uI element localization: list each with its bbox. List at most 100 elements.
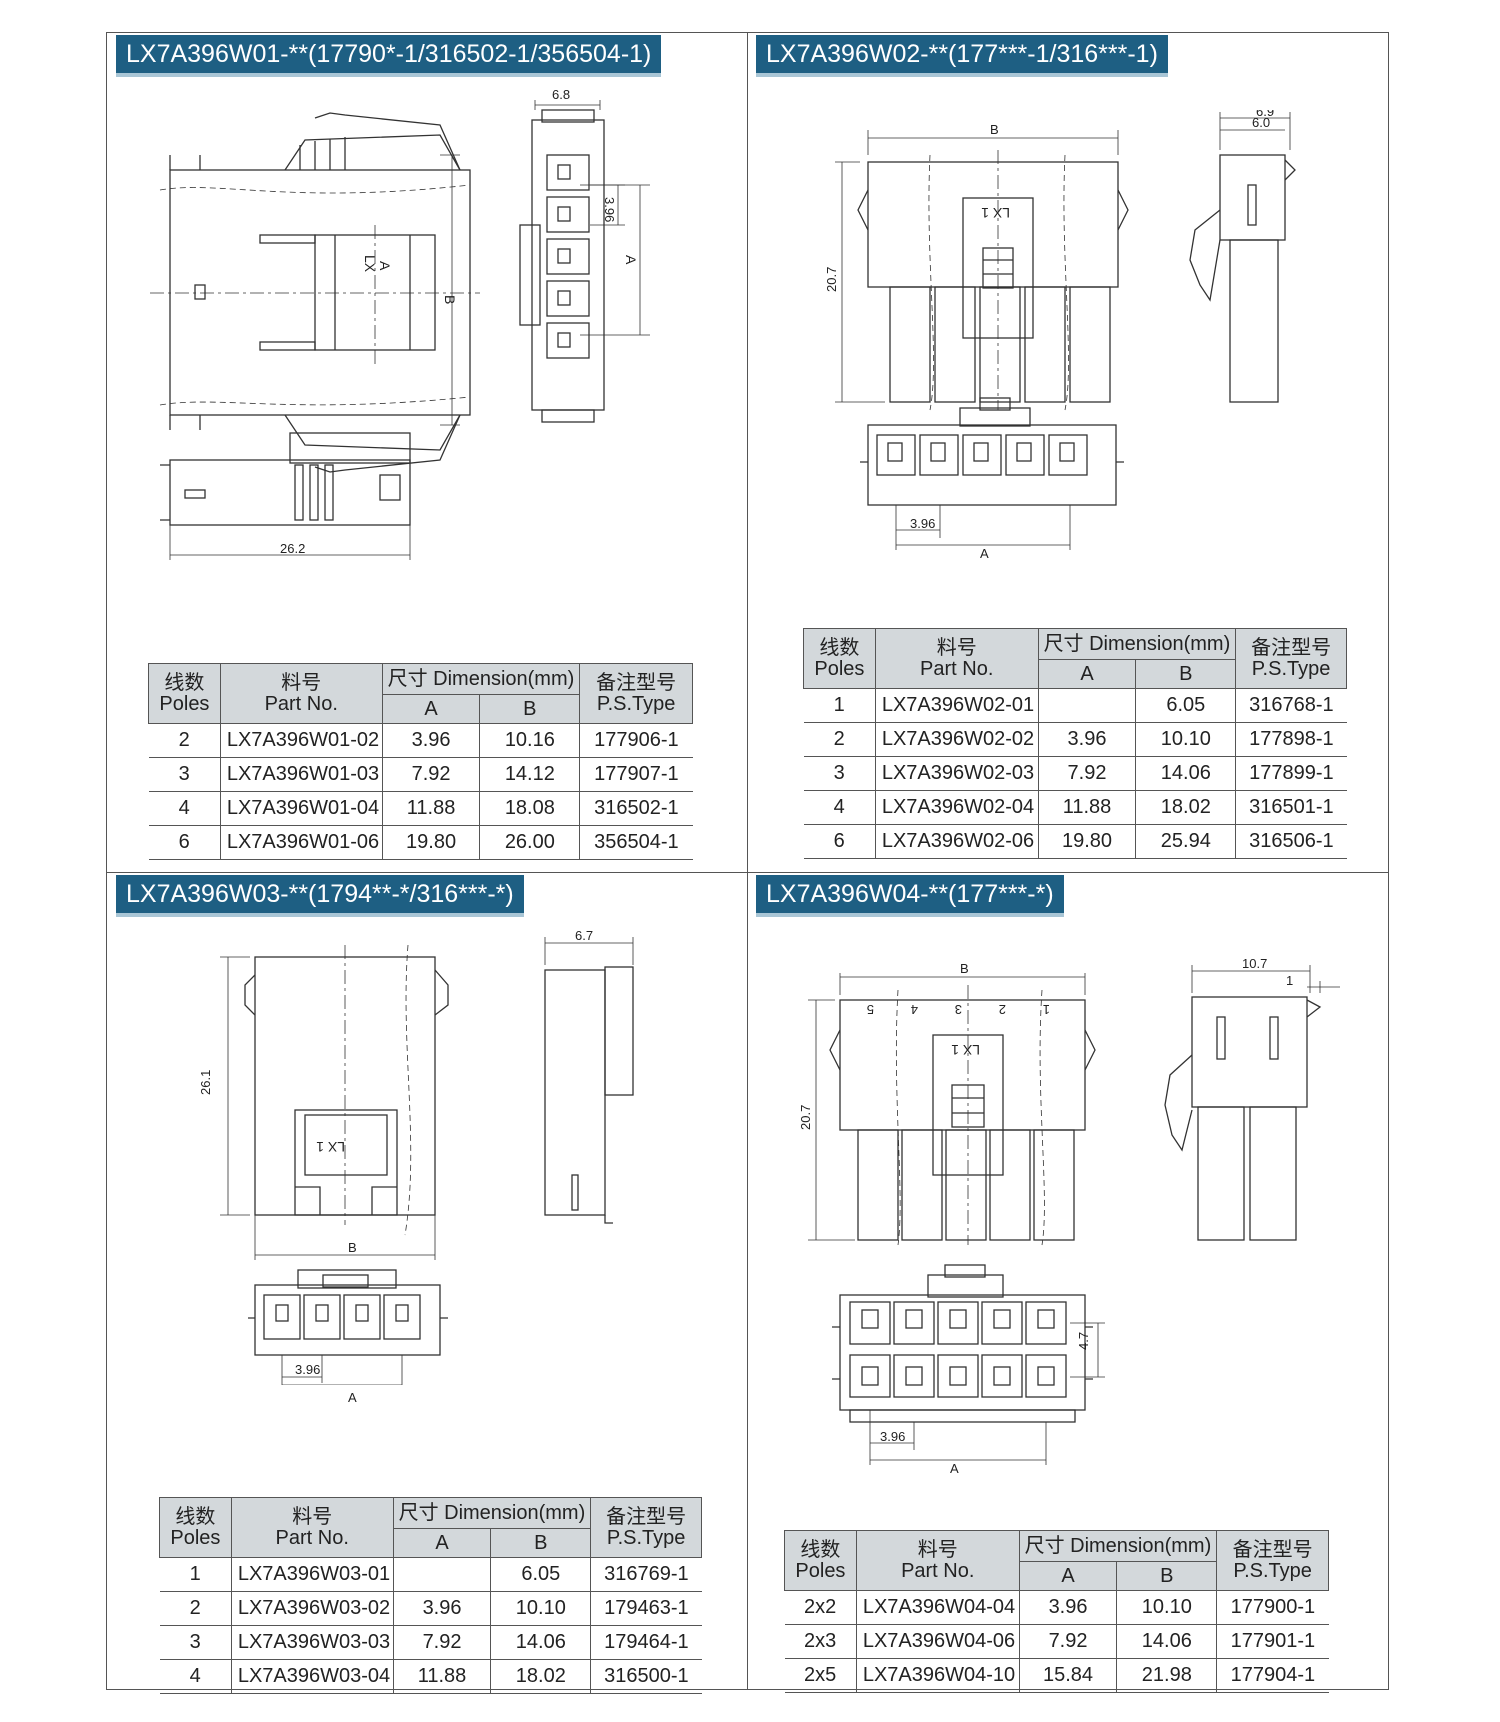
svg-text:B: B [348, 1240, 357, 1255]
svg-text:LX 1: LX 1 [981, 205, 1010, 221]
cell-ps: 177906-1 [579, 723, 693, 758]
svg-text:A: A [950, 1461, 959, 1476]
cell-b: 18.02 [1135, 790, 1236, 825]
cell-ps: 316502-1 [579, 791, 693, 826]
svg-text:2: 2 [999, 1002, 1006, 1017]
svg-text:6.0: 6.0 [1252, 115, 1270, 130]
svg-text:A: A [623, 255, 639, 265]
svg-text:6.8: 6.8 [552, 87, 570, 102]
cell-part: LX7A396W04-06 [855, 1624, 1020, 1659]
svg-text:26.1: 26.1 [198, 1070, 213, 1095]
drawing-w02: LX 1 B 20.7 6.9 6.0 [800, 110, 1360, 610]
cell-ps: 177900-1 [1216, 1590, 1329, 1625]
svg-text:3.96: 3.96 [602, 197, 617, 222]
cell-a: 11.88 [1037, 790, 1136, 825]
drawing-w04: LX 1 5 4 3 2 1 B 20.7 10.7 1 [780, 945, 1360, 1485]
cell-part: LX7A396W02-04 [874, 790, 1039, 825]
cell-poles: 4 [159, 1659, 232, 1694]
cell-a: 3.96 [1018, 1590, 1117, 1625]
svg-text:6.7: 6.7 [575, 928, 593, 943]
cell-part: LX7A396W03-03 [230, 1625, 394, 1660]
cell-poles: 6 [803, 824, 876, 859]
svg-text:3.96: 3.96 [910, 516, 935, 531]
section-title-w04: LX7A396W04-**(177***-*) [756, 875, 1064, 913]
cell-part: LX7A396W04-04 [855, 1590, 1020, 1625]
cell-b: 21.98 [1116, 1658, 1217, 1693]
cell-a: 11.88 [392, 1659, 491, 1694]
svg-text:B: B [990, 122, 999, 137]
cell-part: LX7A396W01-04 [219, 791, 383, 826]
header-b: B [479, 694, 581, 724]
cell-poles: 3 [159, 1625, 232, 1660]
cell-ps: 316506-1 [1235, 824, 1347, 859]
cell-b: 14.12 [479, 757, 580, 792]
svg-text:20.7: 20.7 [824, 267, 839, 292]
cell-b: 10.10 [1135, 722, 1236, 757]
svg-text:6.9: 6.9 [1256, 110, 1274, 119]
header-dimension: 尺寸 Dimension(mm) [1037, 628, 1237, 660]
svg-text:3: 3 [955, 1002, 962, 1017]
cell-ps: 177898-1 [1235, 722, 1347, 757]
cell-ps: 316501-1 [1235, 790, 1347, 825]
cell-poles: 2 [148, 723, 221, 758]
cell-a [392, 1557, 491, 1592]
cell-b: 18.02 [490, 1659, 591, 1694]
cell-b: 14.06 [1135, 756, 1236, 791]
cell-part: LX7A396W03-02 [230, 1591, 394, 1626]
section-title-w02: LX7A396W02-**(177***-1/316***-1) [756, 35, 1168, 73]
svg-text:3.96: 3.96 [880, 1429, 905, 1444]
cell-a: 11.88 [381, 791, 480, 826]
cell-ps: 177904-1 [1216, 1658, 1329, 1693]
cell-b: 26.00 [479, 825, 580, 860]
svg-text:4: 4 [911, 1002, 918, 1017]
cell-a: 3.96 [381, 723, 480, 758]
cell-part: LX7A396W01-02 [219, 723, 383, 758]
cell-ps: 356504-1 [579, 825, 693, 860]
cell-part: LX7A396W02-01 [874, 688, 1039, 723]
svg-text:10.7: 10.7 [1242, 956, 1267, 971]
cell-poles: 1 [159, 1557, 232, 1592]
cell-a: 7.92 [1037, 756, 1136, 791]
technical-drawing-w04: LX 1 5 4 3 2 1 B 20.7 10.7 1 [798, 956, 1340, 1476]
cell-part: LX7A396W03-01 [230, 1557, 394, 1592]
cell-b: 10.16 [479, 723, 580, 758]
technical-drawing-w01: LX A B 6.8 3.96 A [150, 87, 650, 560]
cell-poles: 2 [803, 722, 876, 757]
svg-text:A: A [980, 546, 989, 561]
technical-drawing-w03: LX 1 26.1 B 6.7 [198, 928, 634, 1385]
cell-poles: 2x5 [784, 1658, 857, 1693]
svg-text:B: B [442, 295, 458, 304]
cell-part: LX7A396W03-04 [230, 1659, 394, 1694]
cell-a [1037, 688, 1136, 723]
cell-part: LX7A396W02-06 [874, 824, 1039, 859]
cell-ps: 316769-1 [590, 1557, 702, 1592]
cell-poles: 6 [148, 825, 221, 860]
cell-part: LX7A396W01-03 [219, 757, 383, 792]
drawing-w01: LX A B 6.8 3.96 A [140, 85, 740, 645]
technical-drawing-w02: LX 1 B 20.7 6.9 6.0 [824, 110, 1296, 561]
vertical-divider [747, 32, 748, 1690]
cell-ps: 316768-1 [1235, 688, 1347, 723]
cell-ps: 177899-1 [1235, 756, 1347, 791]
svg-text:LX 1: LX 1 [316, 1139, 345, 1155]
